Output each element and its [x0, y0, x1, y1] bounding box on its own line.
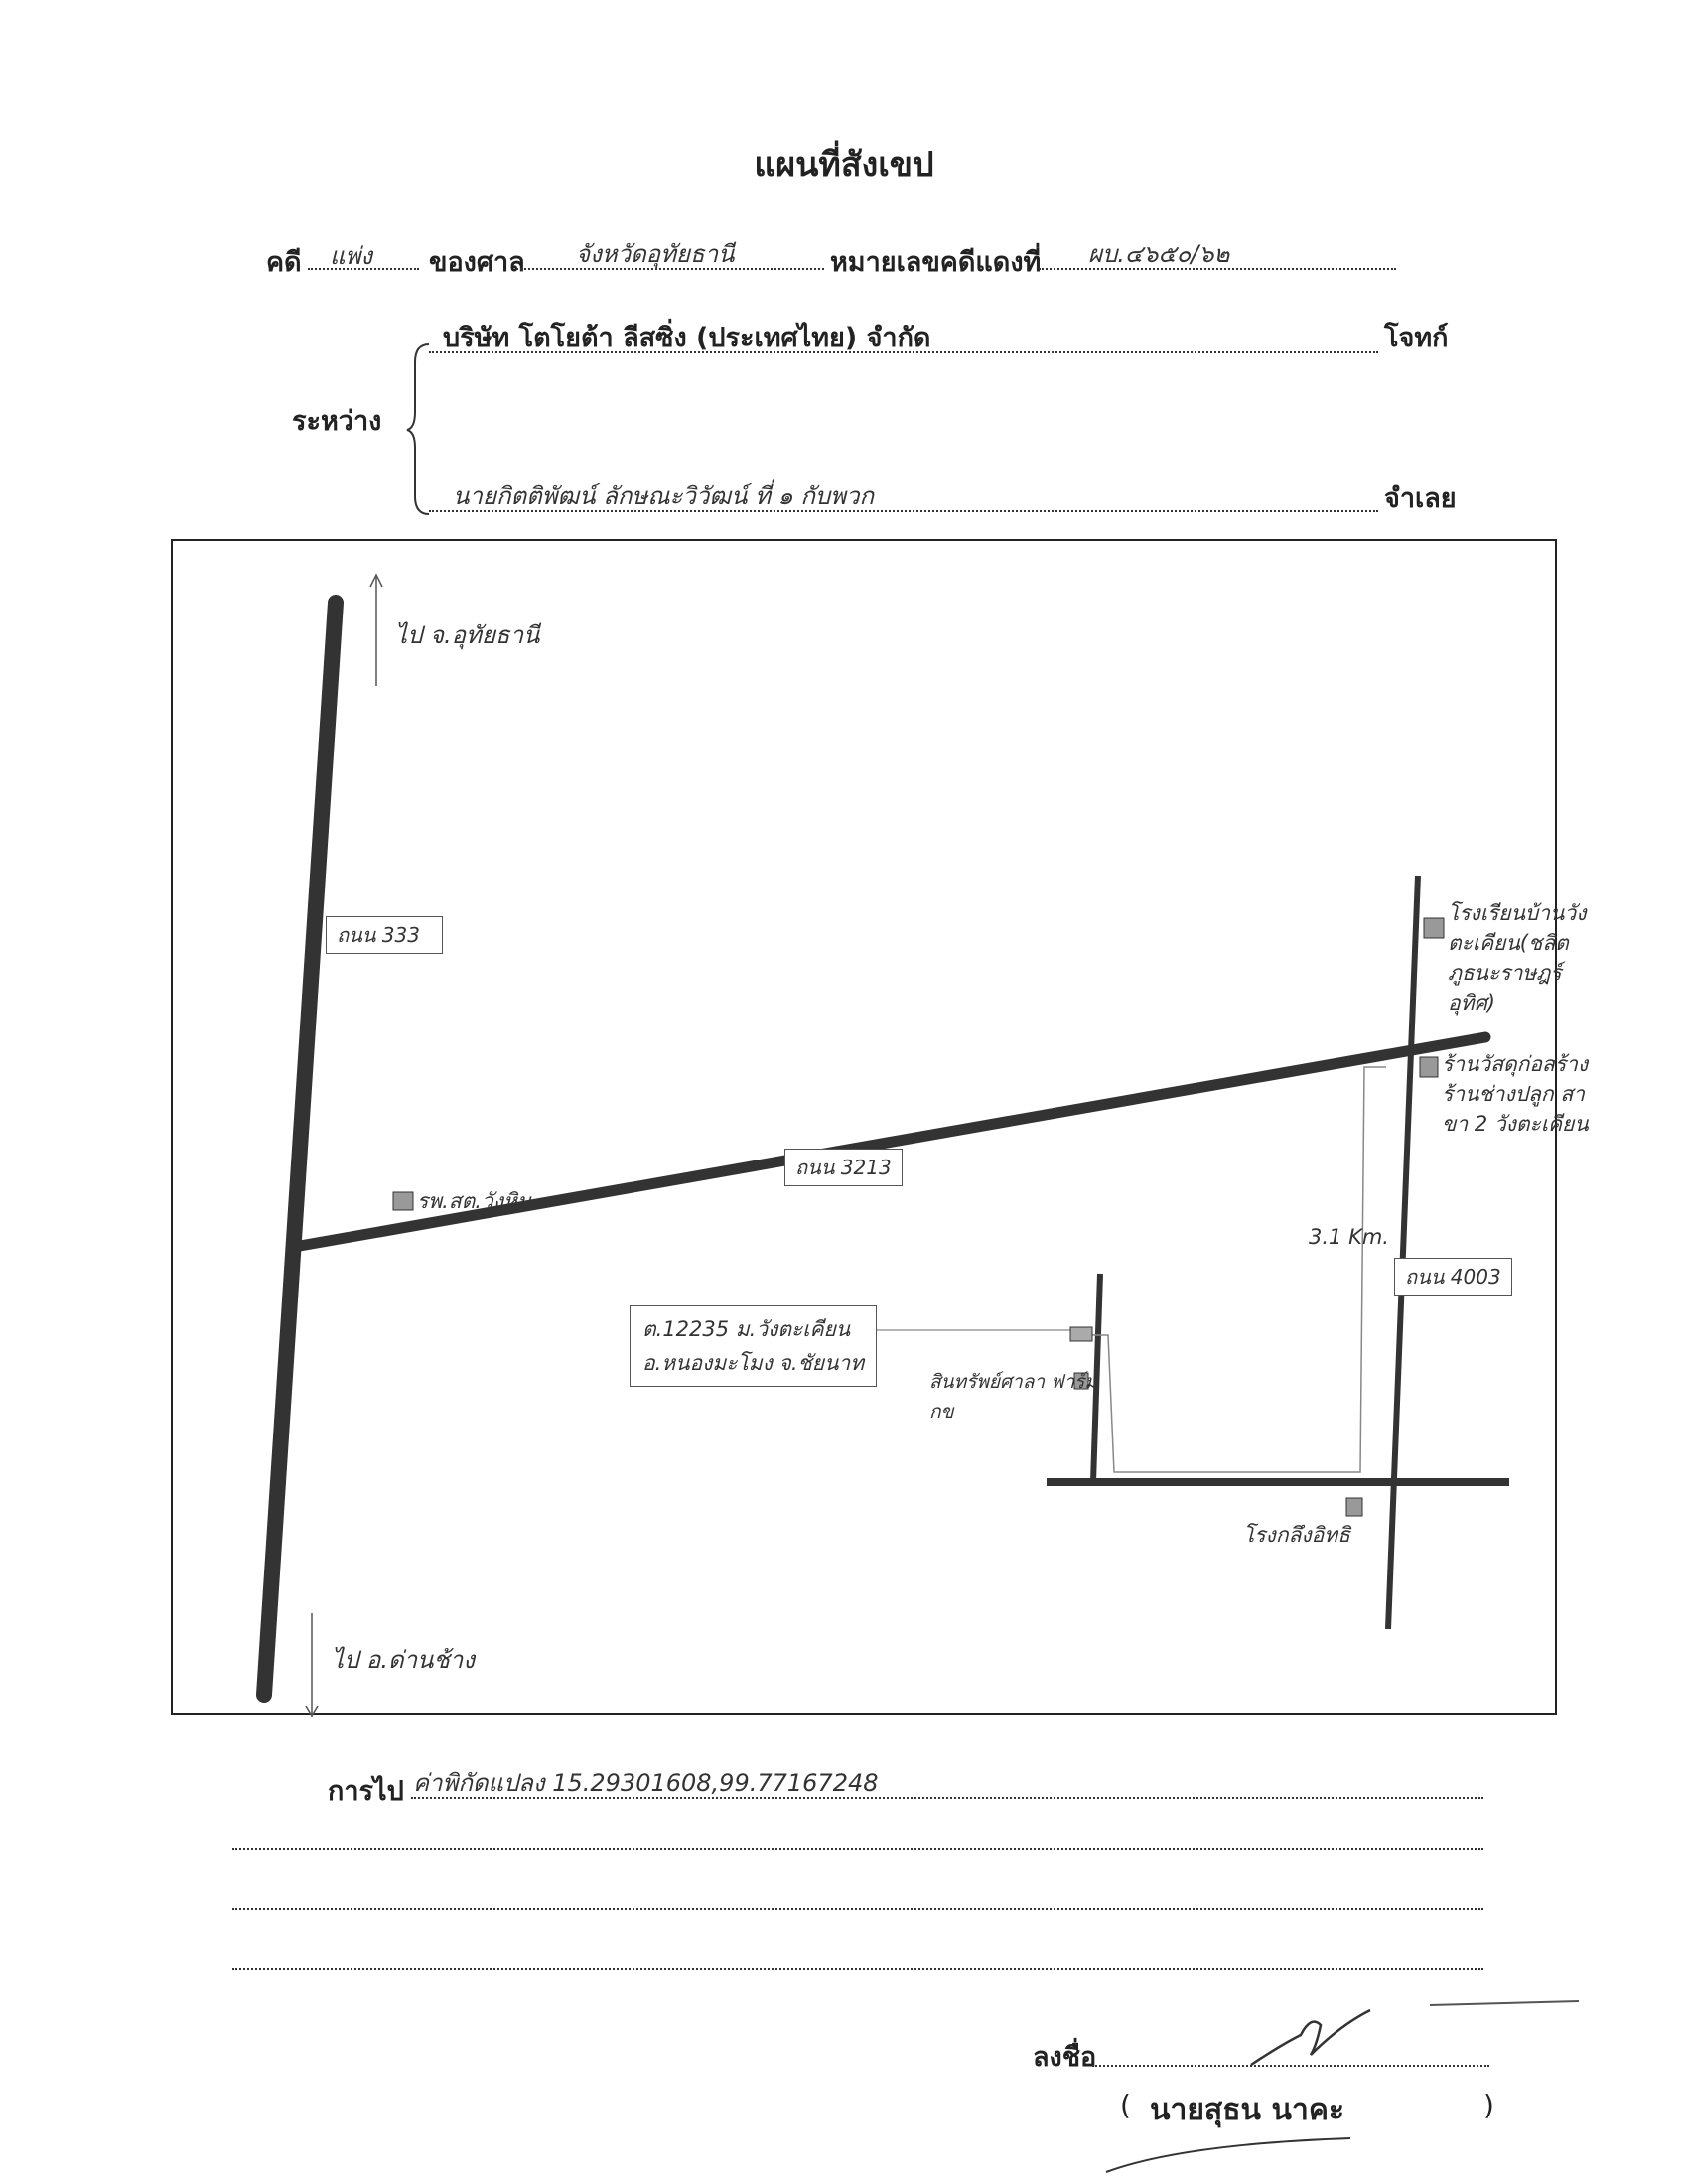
directions-line-2	[232, 1819, 1483, 1850]
route-path	[1083, 1066, 1386, 1473]
to-north-label: ไป จ.อุทัยธานี	[395, 621, 540, 649]
directions-line-1: ค่าพิกัดแปลง 15.29301608,99.77167248	[411, 1763, 1483, 1799]
shop-line-1: ร้านวัสดุก่อสร้าง	[1442, 1052, 1589, 1076]
case-label: คดี	[266, 247, 302, 278]
address-line-1: ต.12235 ม.วังตะเคียน	[642, 1317, 851, 1341]
signer-name: นายสุธน นาคะ	[1150, 2093, 1345, 2127]
directions-line-4	[232, 1938, 1483, 1970]
directions-value: ค่าพิกัดแปลง 15.29301608,99.77167248	[413, 1769, 879, 1797]
court-label: ของศาล	[429, 247, 525, 278]
map-drawing	[256, 573, 1509, 1717]
road-333-line	[256, 595, 344, 1703]
sketch-map: ไป จ.อุทัยธานี ไป อ.ด่านช้าง ถนน 333 ถนน…	[171, 539, 1589, 1717]
plaintiff-line	[429, 316, 1378, 353]
road-4003-label: ถนน 4003	[1394, 1258, 1512, 1296]
school-line-1: โรงเรียนบ้านวัง	[1448, 901, 1587, 925]
shop-label: ร้านวัสดุก่อสร้าง ร้านช่างปลูก สา ขา 2 ว…	[1442, 1049, 1589, 1139]
red-case-value: ผบ.๔๖๕๐/๖๒	[1088, 240, 1230, 268]
sign-line	[1092, 2031, 1489, 2067]
temple-marker	[1073, 1372, 1089, 1390]
school-line-3: ภูธนะราษฎร์	[1448, 961, 1562, 985]
factory-label: โรงกลึงอิทธิ	[1243, 1523, 1350, 1547]
defendant-line: นายกิตติพัฒน์ ลักษณะวิวัฒน์ ที่ ๑ กับพวก	[429, 475, 1378, 512]
target-address-box: ต.12235 ม.วังตะเคียน อ.หนองมะโมง จ.ชัยนา…	[630, 1305, 878, 1387]
school-line-4: อุทิศ)	[1448, 991, 1495, 1015]
school-marker	[1423, 917, 1445, 939]
shop-line-3: ขา 2 วังตะเคียน	[1442, 1112, 1589, 1136]
road-4003-line	[1385, 875, 1421, 1630]
signature-scribble	[1250, 2000, 1580, 2067]
to-south-label: ไป อ.ด่านช้าง	[332, 1646, 475, 1674]
address-line-2: อ.หนองมะโมง จ.ชัยนาท	[642, 1351, 865, 1375]
signature-underline	[1105, 2137, 1351, 2173]
school-line-2: ตะเคียน(ชลิต	[1448, 931, 1569, 955]
road-small-line	[1090, 1273, 1103, 1483]
red-case-field: ผบ.๔๖๕๐/๖๒	[1039, 236, 1396, 270]
sign-open-paren: (	[1120, 2089, 1131, 2121]
case-type-value: แพ่ง	[330, 242, 373, 270]
temple-line-2: กข	[929, 1401, 954, 1423]
distance-label: 3.1 Km.	[1309, 1225, 1389, 1249]
school-label: โรงเรียนบ้านวัง ตะเคียน(ชลิต ภูธนะราษฎร์…	[1448, 898, 1586, 1018]
directions-label: การไป	[328, 1776, 404, 1807]
court-value: จังหวัดอุทัยธานี	[576, 240, 735, 268]
shop-line-2: ร้านช่างปลูก สา	[1442, 1082, 1585, 1106]
red-case-label: หมายเลขคดีแดงที่	[830, 247, 1042, 278]
defendant-name: นายกิตติพัฒน์ ลักษณะวิวัฒน์ ที่ ๑ กับพวก	[453, 482, 874, 510]
south-arrow-head	[305, 1706, 319, 1717]
sign-close-paren: )	[1483, 2089, 1494, 2121]
between-label: ระหว่าง	[292, 406, 382, 437]
directions-line-3	[232, 1878, 1483, 1910]
target-marker	[1069, 1326, 1093, 1342]
factory-marker	[1345, 1497, 1363, 1517]
brace	[406, 343, 430, 515]
sign-label: ลงชื่อ	[1033, 2042, 1097, 2073]
plaintiff-name: บริษัท โตโยต้า ลีสซิ่ง (ประเทศไทย) จำกัด	[443, 323, 931, 353]
court-field: จังหวัดอุทัยธานี	[516, 236, 824, 270]
road-3213-line	[294, 1031, 1491, 1252]
defendant-role: จำเลย	[1384, 483, 1457, 514]
shop-marker	[1419, 1056, 1439, 1078]
temple-line-1: สินทรัพย์ศาลา ฟาร์ม	[929, 1371, 1097, 1393]
hospital-marker	[392, 1191, 414, 1211]
case-type-field: แพ่ง	[308, 236, 419, 270]
temple-label: สินทรัพย์ศาลา ฟาร์ม กข	[929, 1367, 1097, 1427]
page-title: แผนที่สังเขป	[754, 145, 934, 185]
north-arrow-head	[369, 573, 383, 588]
hospital-label: รพ.สต.วังหิน	[417, 1189, 532, 1213]
plaintiff-role: โจทก์	[1384, 323, 1449, 353]
road-3213-label: ถนน 3213	[784, 1149, 903, 1186]
road-333-label: ถนน 333	[326, 916, 443, 954]
